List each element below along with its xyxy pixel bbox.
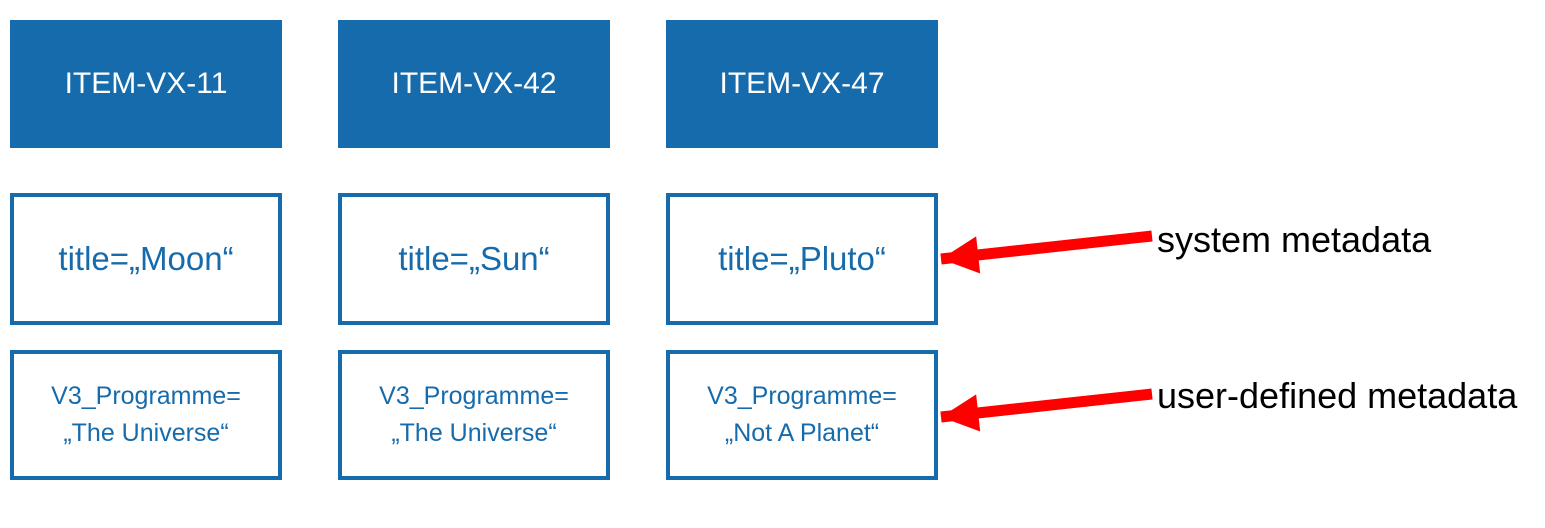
item-id-header: ITEM-VX-47 [666, 20, 938, 148]
system-metadata-value: title=„Pluto“ [718, 240, 886, 277]
item-id-label: ITEM-VX-47 [719, 67, 885, 100]
user-metadata-key: V3_Programme= [379, 382, 569, 410]
user-metadata-value: „The Universe“ [391, 419, 557, 447]
system-metadata-box: title=„Sun“ [338, 193, 610, 325]
item-id-header: ITEM-VX-42 [338, 20, 610, 148]
system-metadata-arrow [940, 230, 1153, 274]
user-metadata-arrow [940, 388, 1153, 432]
user-metadata-box: V3_Programme= „Not A Planet“ [666, 350, 938, 480]
user-metadata-annotation: user-defined metadata [1157, 375, 1518, 416]
user-metadata-value: „Not A Planet“ [724, 419, 880, 447]
item-id-label: ITEM-VX-11 [64, 67, 228, 100]
user-metadata-box: V3_Programme= „The Universe“ [10, 350, 282, 480]
user-metadata-value: „The Universe“ [63, 419, 229, 447]
system-metadata-box: title=„Moon“ [10, 193, 282, 325]
item-column-1: ITEM-VX-11 title=„Moon“ V3_Programme= „T… [10, 20, 282, 500]
user-metadata-key: V3_Programme= [51, 382, 241, 410]
item-id-header: ITEM-VX-11 [10, 20, 282, 148]
user-metadata-box: V3_Programme= „The Universe“ [338, 350, 610, 480]
user-metadata-key: V3_Programme= [707, 382, 897, 410]
system-metadata-value: title=„Moon“ [58, 240, 234, 277]
item-column-3: ITEM-VX-47 title=„Pluto“ V3_Programme= „… [666, 20, 938, 500]
system-metadata-annotation: system metadata [1157, 219, 1432, 260]
system-metadata-value: title=„Sun“ [398, 240, 550, 277]
item-id-label: ITEM-VX-42 [391, 67, 557, 100]
item-column-2: ITEM-VX-42 title=„Sun“ V3_Programme= „Th… [338, 20, 610, 500]
system-metadata-box: title=„Pluto“ [666, 193, 938, 325]
